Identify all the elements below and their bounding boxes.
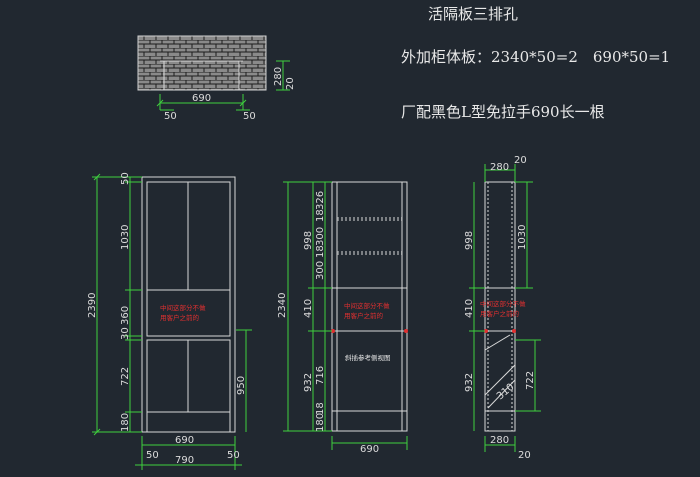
plan-side-dim: 20: [285, 77, 296, 90]
front-gap-dim: 30: [120, 327, 131, 340]
side-upper-right-dim: 1030: [517, 225, 528, 250]
front-lower-dim: 722: [120, 367, 131, 386]
note-title: 活隔板三排孔: [428, 5, 518, 23]
note-extra-panels: 外加柜体板：2340*50=2 690*50=1: [401, 48, 670, 66]
inner-s5-dim: 300: [315, 261, 326, 280]
front-niche-note-1: 中间这部分不做: [160, 303, 206, 312]
plan-right-dim: 50: [243, 111, 256, 122]
inner-niche-note-1: 中间这部分不做: [344, 301, 390, 310]
notes: 活隔板三排孔 外加柜体板：2340*50=2 690*50=1 厂配黑色L型免拉…: [401, 5, 670, 121]
inner-s4-dim: 18: [315, 245, 326, 258]
inner-lower-note: 斜插参考侧视图: [345, 353, 391, 362]
inner-s3-dim: 300: [315, 227, 326, 246]
side-niche-dim: 410: [464, 299, 475, 318]
inner-width-dim: 690: [360, 444, 379, 455]
side-niche-note-1: 中间这部分不做: [480, 299, 526, 308]
note-handle: 厂配黑色L型免拉手690长一根: [401, 103, 605, 121]
side-diag-dim: 310: [495, 382, 517, 403]
plan-depth-dim: 280: [273, 67, 284, 86]
side-frame: [484, 181, 516, 432]
side-section: 中间这部分不做 用客户之前的 310 280 20 998 410 932 10…: [464, 155, 541, 461]
inner-lower-dim: 932: [303, 373, 314, 392]
inner-niche-note-2: 用客户之前的: [344, 311, 384, 320]
inner-l3-dim: 180: [315, 413, 326, 432]
front-height-ref-dim: 950: [236, 376, 247, 395]
side-lower-dim: 932: [464, 373, 475, 392]
front-right-dim: 50: [227, 450, 240, 461]
front-width-dim: 690: [175, 435, 194, 446]
front-total-dim: 2390: [87, 293, 98, 318]
side-lower-right-dim: 722: [525, 371, 536, 390]
inner-upper-dim: 998: [303, 231, 314, 250]
front-plinth-dim: 180: [120, 413, 131, 432]
side-depth-dim: 280: [490, 162, 509, 173]
plan-width-dim: 690: [192, 93, 211, 104]
front-niche-dim: 360: [120, 306, 131, 325]
inner-frame: [331, 181, 408, 432]
side-bottom-gap-dim: 20: [518, 450, 531, 461]
side-bottom-dim: 280: [490, 435, 509, 446]
inner-s1-dim: 326: [315, 191, 326, 210]
side-niche-note-2: 用客户之前的: [480, 309, 520, 318]
brick-wall: [137, 35, 267, 91]
front-top-dim: 50: [120, 172, 131, 185]
inner-l2-dim: 18: [315, 402, 326, 415]
inner-total-dim: 2340: [277, 293, 288, 318]
front-left-dim: 50: [146, 450, 159, 461]
side-upper-dim: 998: [464, 231, 475, 250]
front-overall-dim: 790: [175, 455, 194, 466]
side-top-gap-dim: 20: [514, 155, 527, 166]
front-niche-note-2: 用客户之前的: [160, 313, 200, 322]
plan-left-dim: 50: [164, 111, 177, 122]
inner-elevation: 中间这部分不做 用客户之前的 斜插参考侧视图 2340 998 410 932 …: [277, 181, 408, 455]
front-elevation: 中间这部分不做 用客户之前的 2390 50 1030 360 30 722 1…: [87, 172, 252, 470]
inner-niche-dim: 410: [303, 299, 314, 318]
inner-s2-dim: 18: [315, 209, 326, 222]
front-upper-dim: 1030: [120, 225, 131, 250]
inner-l1-dim: 716: [315, 366, 326, 385]
plan-view: 690 50 50 280 20: [137, 35, 296, 122]
